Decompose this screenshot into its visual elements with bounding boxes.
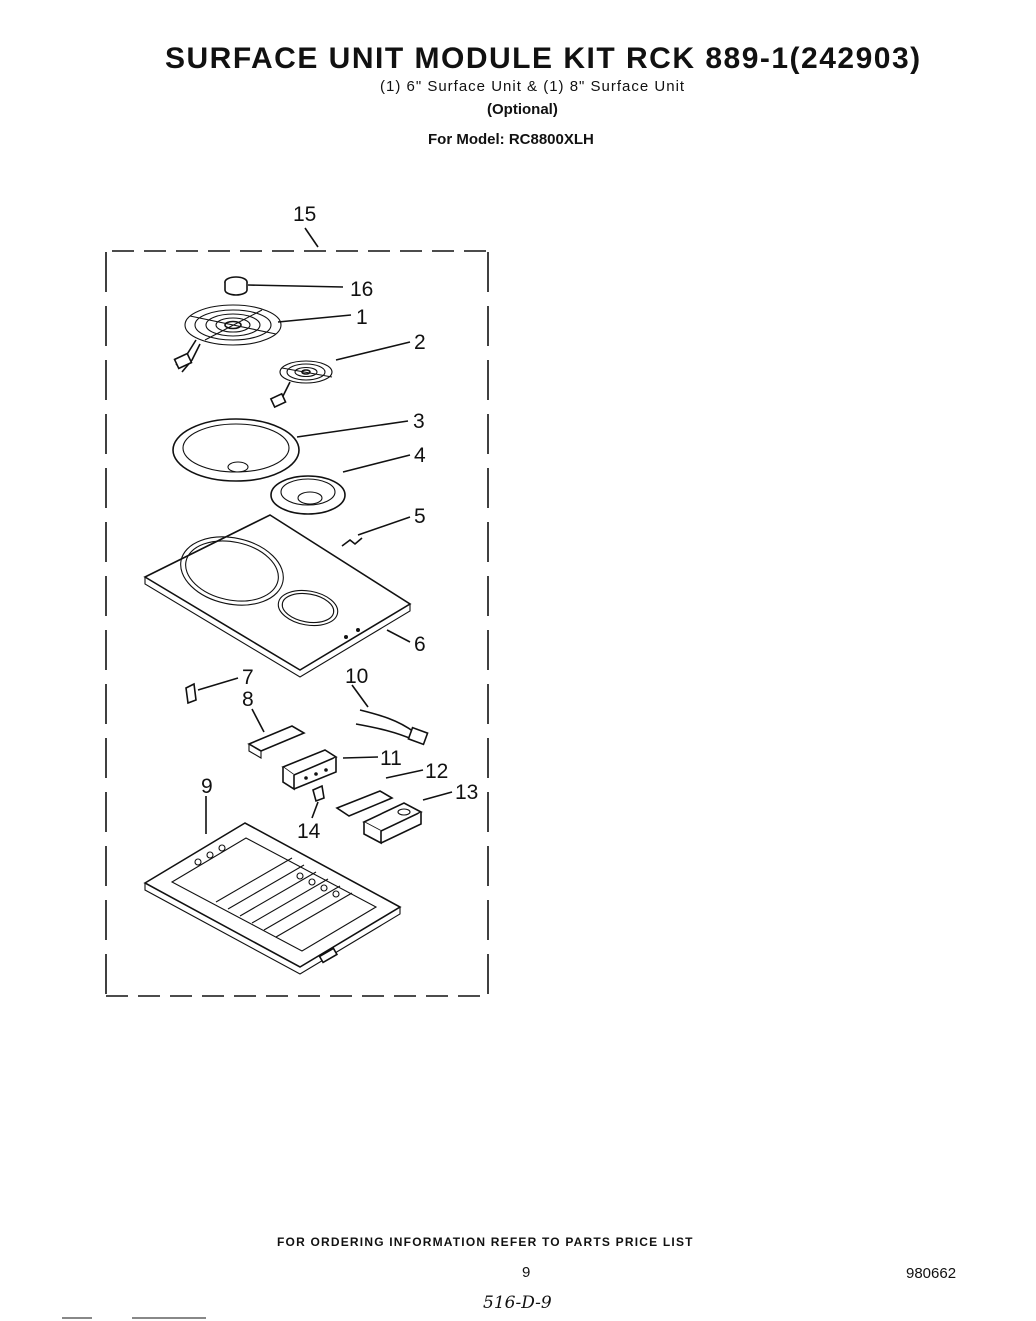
part-6-cooktop-panel (143, 514, 412, 678)
part-4-small-drip-bowl (270, 475, 346, 515)
part-14-clip (312, 784, 325, 803)
ordering-info-note: FOR ORDERING INFORMATION REFER TO PARTS … (277, 1235, 694, 1249)
part-11-control-block (281, 749, 338, 791)
part-12-plate (335, 790, 394, 817)
part-5-clip (341, 537, 363, 547)
handwritten-note: 516-D-9 (483, 1293, 552, 1313)
callout-12: 12 (425, 760, 448, 783)
part-3-large-drip-bowl (172, 418, 300, 482)
callout-15: 15 (293, 203, 316, 226)
document-number: 980662 (906, 1265, 957, 1282)
callout-1: 1 (356, 306, 368, 329)
kit-subtitle: (1) 6" Surface Unit & (1) 8" Surface Uni… (380, 78, 686, 95)
part-2-6in-surface-unit (269, 360, 333, 409)
part-16-cap (224, 276, 248, 296)
callout-4: 4 (414, 444, 426, 467)
callout-7: 7 (242, 666, 254, 689)
callout-16: 16 (350, 278, 373, 301)
part-9-base-tray (143, 822, 402, 975)
model-label: For Model: RC8800XLH (428, 131, 594, 148)
callout-11: 11 (380, 747, 402, 770)
callout-14: 14 (297, 820, 321, 843)
kit-boundary (105, 250, 489, 997)
leader-lines (197, 227, 453, 834)
callout-labels: 15 16 1 2 3 4 5 6 7 8 10 11 12 13 9 14 (201, 203, 478, 843)
callout-13: 13 (455, 781, 478, 804)
callout-9: 9 (201, 775, 213, 798)
optional-label: (Optional) (487, 101, 558, 118)
part-8-bracket (247, 725, 306, 759)
page-number: 9 (522, 1264, 531, 1281)
page-title: SURFACE UNIT MODULE KIT RCK 889-1(242903… (165, 42, 922, 75)
part-13-housing (362, 802, 423, 845)
callout-10: 10 (345, 665, 368, 688)
part-1-8in-surface-unit (173, 304, 282, 373)
callout-3: 3 (413, 410, 425, 433)
callout-8: 8 (242, 688, 254, 711)
part-7-bracket (185, 682, 197, 705)
callout-2: 2 (414, 331, 426, 354)
part-10-terminal-wires (355, 709, 429, 746)
callout-6: 6 (414, 633, 426, 656)
callout-5: 5 (414, 505, 426, 528)
